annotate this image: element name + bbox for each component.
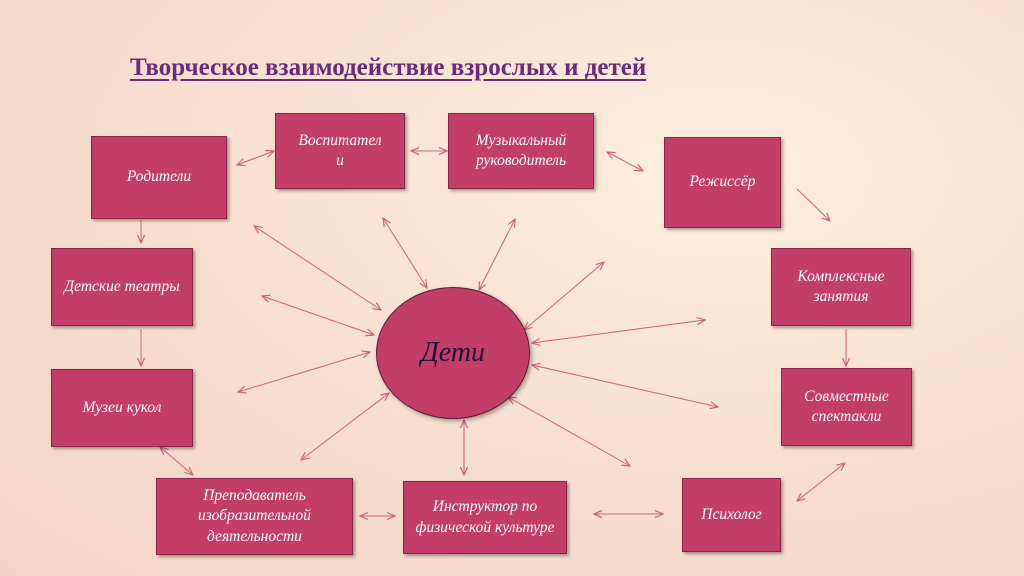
ray-6 [532, 365, 718, 407]
page-title: Творческое взаимодействие взрослых и дет… [130, 54, 647, 81]
ray-5 [532, 320, 705, 343]
node-roditeli: Родители [91, 136, 227, 219]
ray-4 [524, 262, 604, 330]
ray-10 [238, 352, 370, 392]
ray-9 [301, 393, 389, 460]
node-kompleksnye-zanyatiya: Комплексные занятия [771, 248, 911, 326]
node-psiholog: Психолог [682, 478, 781, 552]
node-prepodavatel: Преподаватель изобразительной деятельнос… [156, 478, 353, 555]
node-detskie-teatry: Детские театры [51, 248, 193, 326]
node-rezhisser: Режиссёр [664, 137, 781, 228]
node-instruktor: Инструктор по физической культуре [403, 481, 567, 554]
arrow-roditeli-vospitateli [237, 151, 274, 165]
node-sovmestnye-spektakli: Совместные спектакли [781, 368, 912, 446]
arrow-rezhisser-kompleksnye [796, 188, 830, 221]
node-muzykalnyi-rukovoditel: Музыкальный руководитель [448, 113, 594, 189]
ray-3 [479, 219, 515, 290]
ray-7 [508, 397, 630, 466]
arrow-sovmestnye-psiholog [797, 463, 845, 501]
node-muzei-kukol: Музеи кукол [51, 369, 193, 447]
ray-11 [262, 296, 374, 335]
ray-2 [383, 218, 427, 288]
ray-1 [254, 226, 381, 310]
center-node-deti: Дети [376, 287, 530, 419]
arrow-muzei-prepodavatel [160, 447, 193, 475]
node-vospitateli: Воспитател и [275, 113, 405, 189]
arrow-muz-rezhisser [607, 152, 643, 171]
